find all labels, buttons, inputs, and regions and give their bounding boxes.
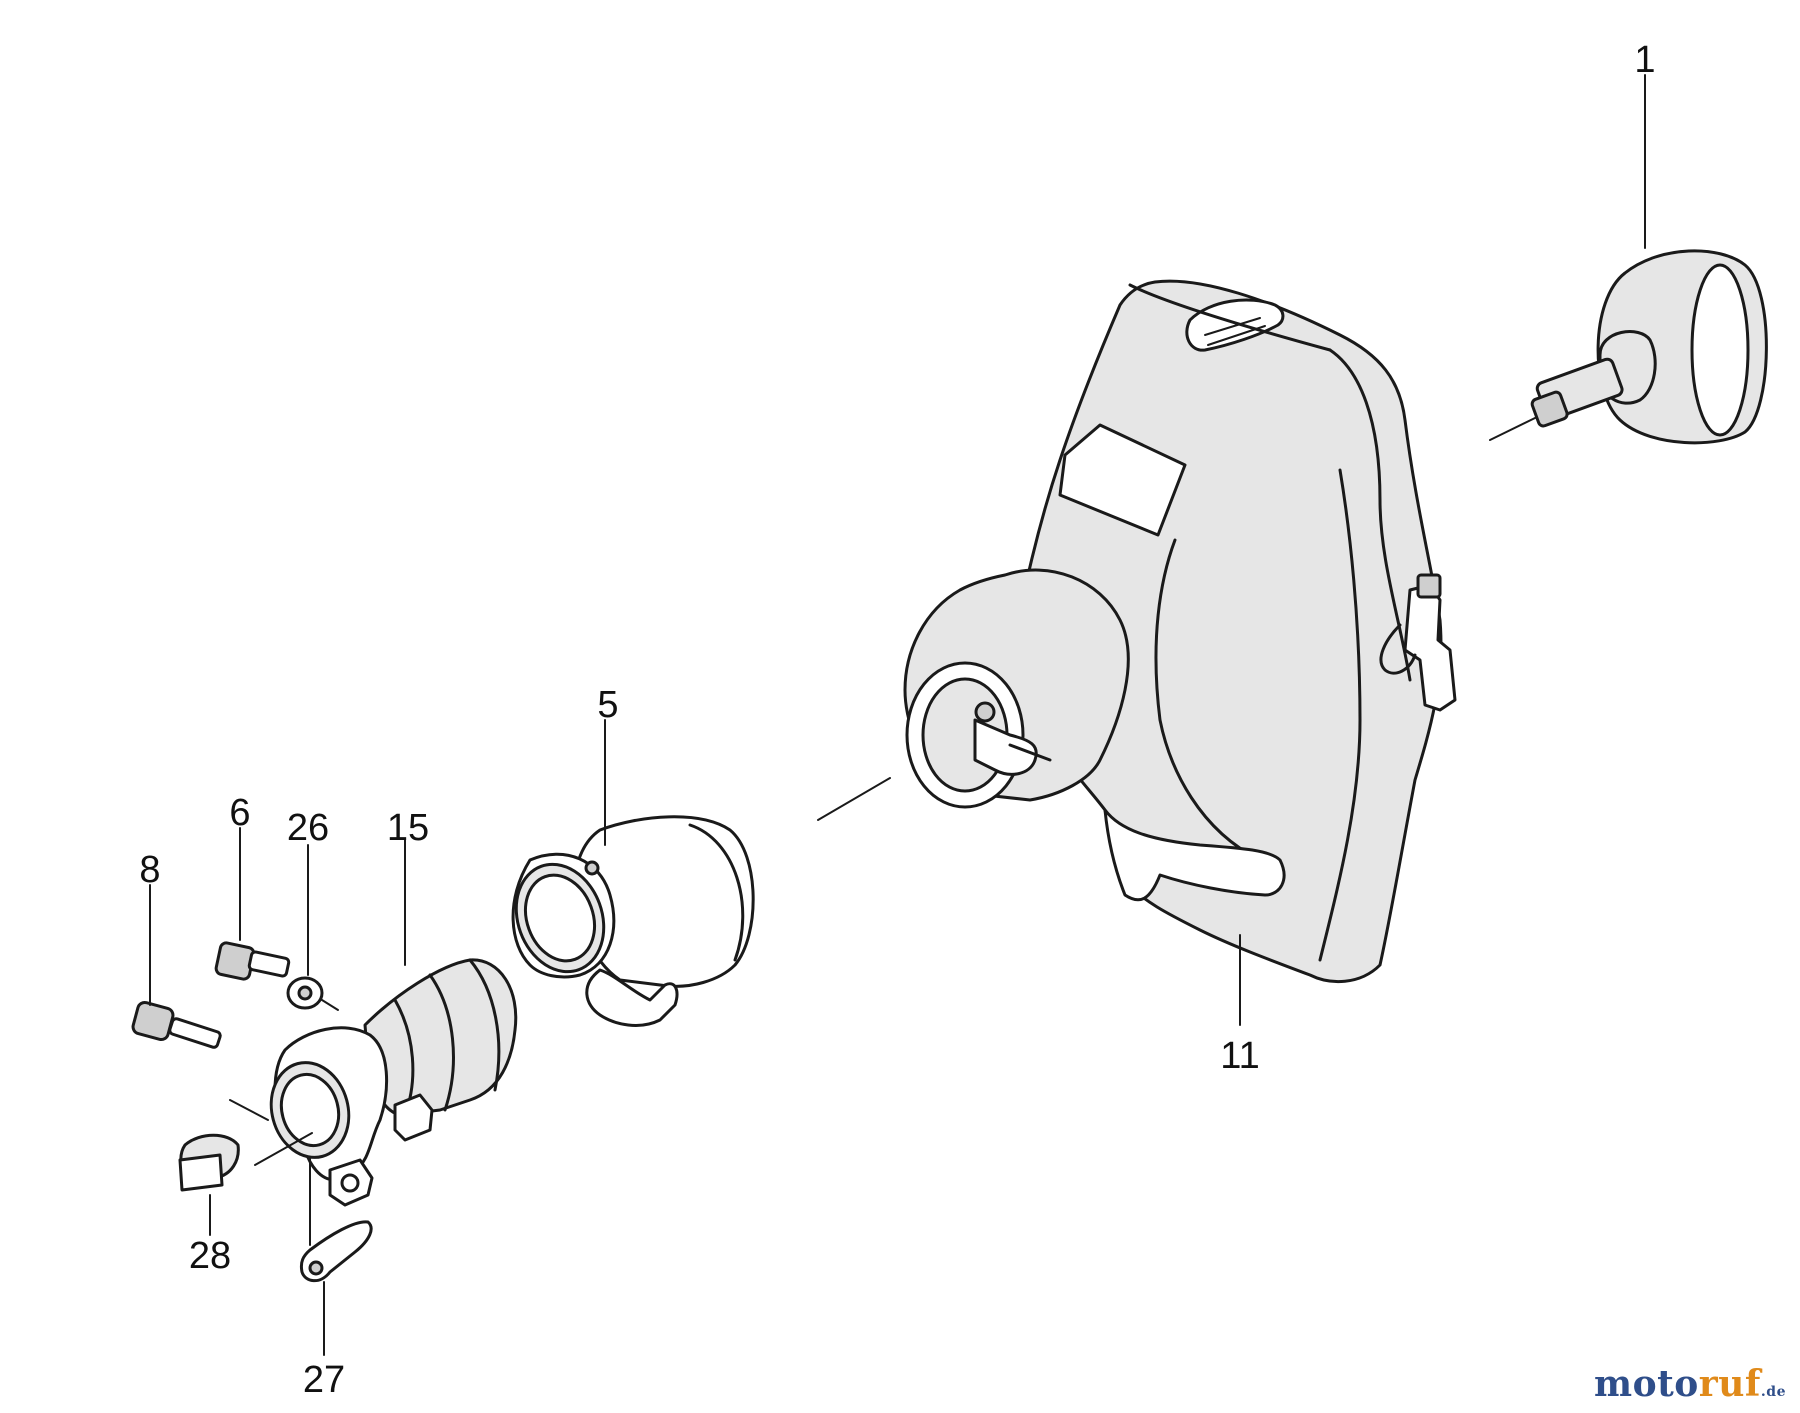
label-part-28: 28 (189, 1235, 231, 1277)
part-28-key (178, 1133, 240, 1236)
part-27-cable-clip (299, 1220, 373, 1356)
part-1-clutch-drum (1489, 74, 1768, 445)
label-part-11: 11 (1220, 1035, 1259, 1077)
part-8-knob-screw (131, 884, 269, 1121)
label-part-5: 5 (597, 684, 618, 726)
label-part-26: 26 (287, 807, 329, 849)
watermark-logo: motoruf.de (1594, 1363, 1786, 1405)
part-6-bolt (214, 827, 291, 981)
part-15-clamp (254, 839, 518, 1246)
part-26-washer (286, 844, 339, 1011)
label-part-15: 15 (387, 807, 429, 849)
label-part-27: 27 (303, 1359, 345, 1401)
part-11-gear-case (817, 279, 1457, 1026)
label-part-8: 8 (139, 849, 160, 891)
part-5-protector-sleeve (511, 719, 755, 1027)
label-part-6: 6 (229, 792, 250, 834)
label-part-1: 1 (1634, 39, 1655, 81)
